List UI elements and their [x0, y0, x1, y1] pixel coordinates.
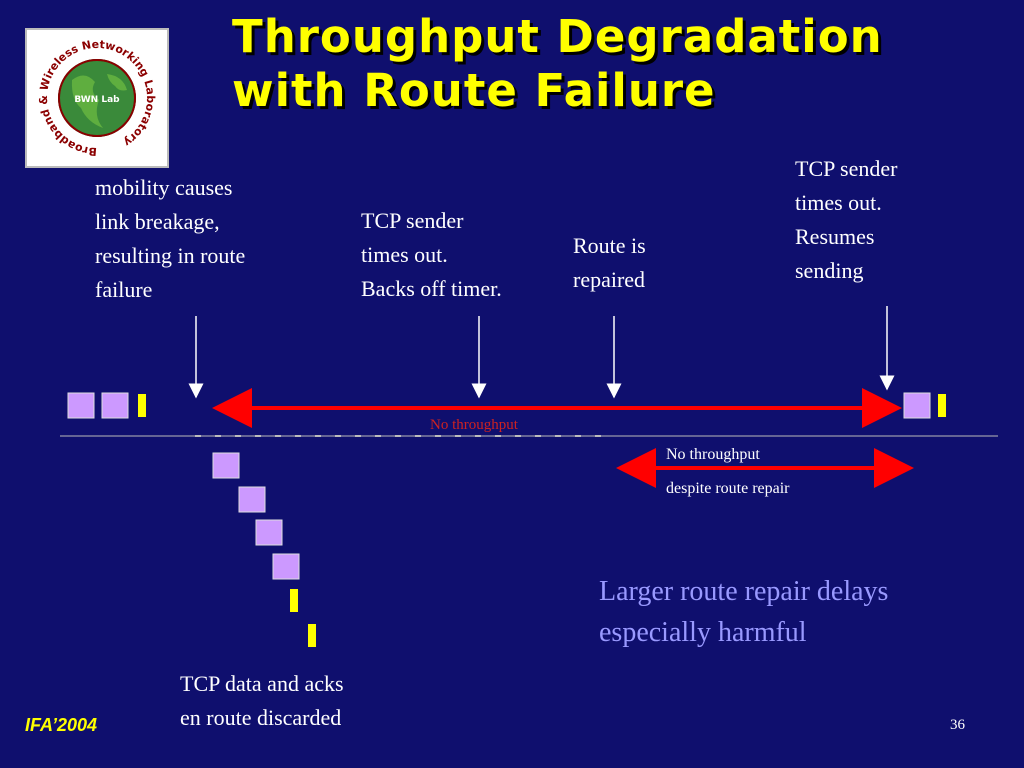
- emphasis-line-2: especially harmful: [599, 617, 807, 648]
- lab-logo: Broadband & Wireless Networking Laborato…: [25, 28, 169, 168]
- no-throughput-label: No throughput: [430, 417, 518, 433]
- repair-gap-line-1: No throughput: [666, 446, 760, 463]
- mobility-line-4: failure: [95, 277, 153, 302]
- backoff-line-3: Backs off timer.: [361, 276, 502, 301]
- mobility-line-3: resulting in route: [95, 243, 246, 268]
- discarded-line-1: TCP data and acks: [180, 671, 344, 696]
- backoff-annotation: TCP sender times out. Backs off timer.: [361, 204, 502, 306]
- discarded-data-packet: [255, 519, 283, 546]
- logo-center-text: BWN Lab: [74, 95, 120, 105]
- ack-packet: [138, 394, 146, 417]
- mobility-annotation: mobility causes link breakage, resulting…: [95, 171, 245, 307]
- footer-conference-tag: IFA’2004: [25, 715, 98, 735]
- title-line-2: with Route Failure: [232, 64, 716, 117]
- discarded-ack-packet: [308, 624, 316, 647]
- resumes-line-2: times out.: [795, 190, 882, 215]
- repair-gap-line-2: despite route repair: [666, 480, 790, 497]
- repaired-annotation: Route is repaired: [573, 229, 646, 297]
- repair-gap-label: No throughput despite route repair: [666, 438, 790, 506]
- data-packet: [101, 392, 129, 419]
- discarded-data-packet: [238, 486, 266, 513]
- discarded-line-2: en route discarded: [180, 705, 342, 730]
- discarded-data-packet: [212, 452, 240, 479]
- backoff-line-2: times out.: [361, 242, 448, 267]
- emphasis-note: Larger route repair delays especially ha…: [599, 571, 888, 653]
- resumes-line-3: Resumes: [795, 224, 875, 249]
- discarded-data-packet: [272, 553, 300, 580]
- mobility-line-2: link breakage,: [95, 209, 220, 234]
- repaired-line-1: Route is: [573, 233, 646, 258]
- slide-title: Throughput Degradation with Route Failur…: [232, 10, 1012, 118]
- resumes-annotation: TCP sender times out. Resumes sending: [795, 152, 897, 288]
- page-number: 36: [950, 717, 965, 733]
- repaired-line-2: repaired: [573, 267, 646, 292]
- discarded-annotation: TCP data and acks en route discarded: [180, 667, 344, 735]
- resumes-line-4: sending: [795, 258, 864, 283]
- resumes-line-1: TCP sender: [795, 156, 898, 181]
- data-packet: [903, 392, 931, 419]
- backoff-line-1: TCP sender: [361, 208, 464, 233]
- discarded-ack-packet: [290, 589, 298, 612]
- title-line-1: Throughput Degradation: [232, 10, 883, 63]
- mobility-line-1: mobility causes: [95, 175, 233, 200]
- ack-packet: [938, 394, 946, 417]
- data-packet: [67, 392, 95, 419]
- lab-logo-graphic: Broadband & Wireless Networking Laborato…: [37, 38, 157, 158]
- emphasis-line-1: Larger route repair delays: [599, 576, 889, 607]
